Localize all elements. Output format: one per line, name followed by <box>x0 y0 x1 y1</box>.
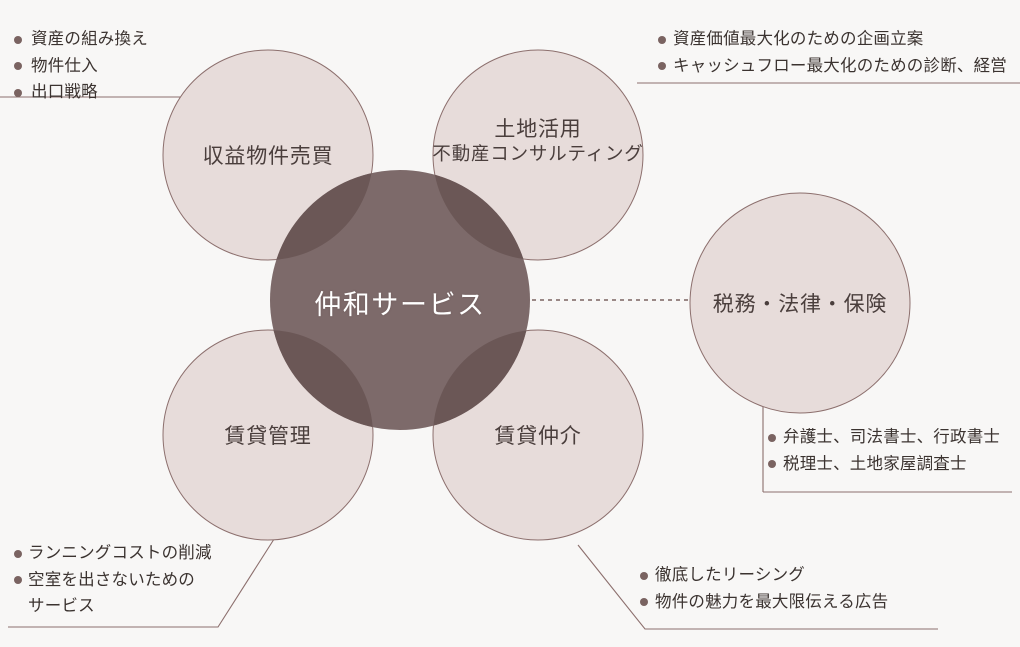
list-item-label: 資産価値最大化のための企画立案 <box>673 29 924 48</box>
list-item-label: 出口戦略 <box>31 82 98 102</box>
list-item-label: ランニングコストの削減 <box>28 543 212 562</box>
list-item: 物件仕入 <box>14 53 148 80</box>
bullet-dot-icon <box>640 598 648 607</box>
list-item-label: 物件の魅力を最大限伝える広告 <box>655 591 889 611</box>
connector-bottom-left <box>8 535 277 628</box>
annotation-bottom-left: ランニングコストの削減 空室を出さないための サービス <box>14 540 212 620</box>
bullet-dot-icon <box>640 571 648 580</box>
list-item-continuation: サービス <box>14 593 212 620</box>
bullet-dot-icon <box>14 62 22 71</box>
list-item-label: 物件仕入 <box>31 55 98 75</box>
bullet-dot-icon <box>14 89 22 97</box>
bullet-dot-icon <box>14 576 22 585</box>
list-item: 資産価値最大化のための企画立案 <box>658 26 1007 53</box>
bullet-spacer <box>14 603 22 611</box>
annotation-list: 徹底したリーシング 物件の魅力を最大限伝える広告 <box>640 562 888 615</box>
overlap-bottom-right <box>433 330 530 430</box>
bullet-dot-icon <box>14 35 22 44</box>
list-item: ランニングコストの削減 <box>14 540 212 567</box>
list-item: 空室を出さないための <box>14 567 212 594</box>
petal-right[interactable] <box>689 192 911 414</box>
list-item: キャッシュフロー最大化のための診断、経営 <box>658 53 1007 80</box>
list-item: 徹底したリーシング <box>640 562 888 589</box>
annotation-top-right: 資産価値最大化のための企画立案 キャッシュフロー最大化のための診断、経営 <box>658 26 1007 79</box>
connector-lines <box>0 82 1020 630</box>
list-item-label: サービス <box>28 596 95 616</box>
bullet-dot-icon <box>658 62 666 71</box>
list-item: 出口戦略 <box>14 79 148 106</box>
bullet-dot-icon <box>14 549 22 558</box>
bullet-dot-icon <box>658 35 666 44</box>
annotation-top-left: 資産の組み換え 物件仕入 出口戦略 <box>14 26 148 106</box>
bullet-dot-icon <box>768 433 776 442</box>
connector-bottom-right <box>577 544 938 630</box>
overlap-top-right <box>433 170 530 260</box>
bullet-dot-icon <box>768 460 776 469</box>
list-item: 税理士、土地家屋調査士 <box>768 451 1000 478</box>
list-item-label: 税理士、土地家屋調査士 <box>783 453 967 473</box>
list-item-label: キャッシュフロー最大化のための診断、経営 <box>673 55 1007 75</box>
annotation-list: 資産価値最大化のための企画立案 キャッシュフロー最大化のための診断、経営 <box>658 26 1007 79</box>
list-item-label: 徹底したリーシング <box>655 565 805 584</box>
annotation-right: 弁護士、司法書士、行政書士 税理士、土地家屋調査士 <box>768 424 1000 477</box>
overlap-bottom-left <box>270 330 373 430</box>
list-item-label: 弁護士、司法書士、行政書士 <box>783 427 1001 446</box>
annotation-bottom-right: 徹底したリーシング 物件の魅力を最大限伝える広告 <box>640 562 888 615</box>
annotation-list: 弁護士、司法書士、行政書士 税理士、土地家屋調査士 <box>768 424 1000 477</box>
list-item: 物件の魅力を最大限伝える広告 <box>640 589 888 616</box>
list-item: 資産の組み換え <box>14 26 148 53</box>
overlap-top-left <box>270 170 373 260</box>
annotation-list: ランニングコストの削減 空室を出さないための サービス <box>14 540 212 620</box>
list-item: 弁護士、司法書士、行政書士 <box>768 424 1000 451</box>
list-item-label: 資産の組み換え <box>31 29 148 48</box>
list-item-label: 空室を出さないための <box>28 569 195 589</box>
annotation-list: 資産の組み換え 物件仕入 出口戦略 <box>14 26 148 106</box>
center-overlap-lenses <box>270 170 530 430</box>
